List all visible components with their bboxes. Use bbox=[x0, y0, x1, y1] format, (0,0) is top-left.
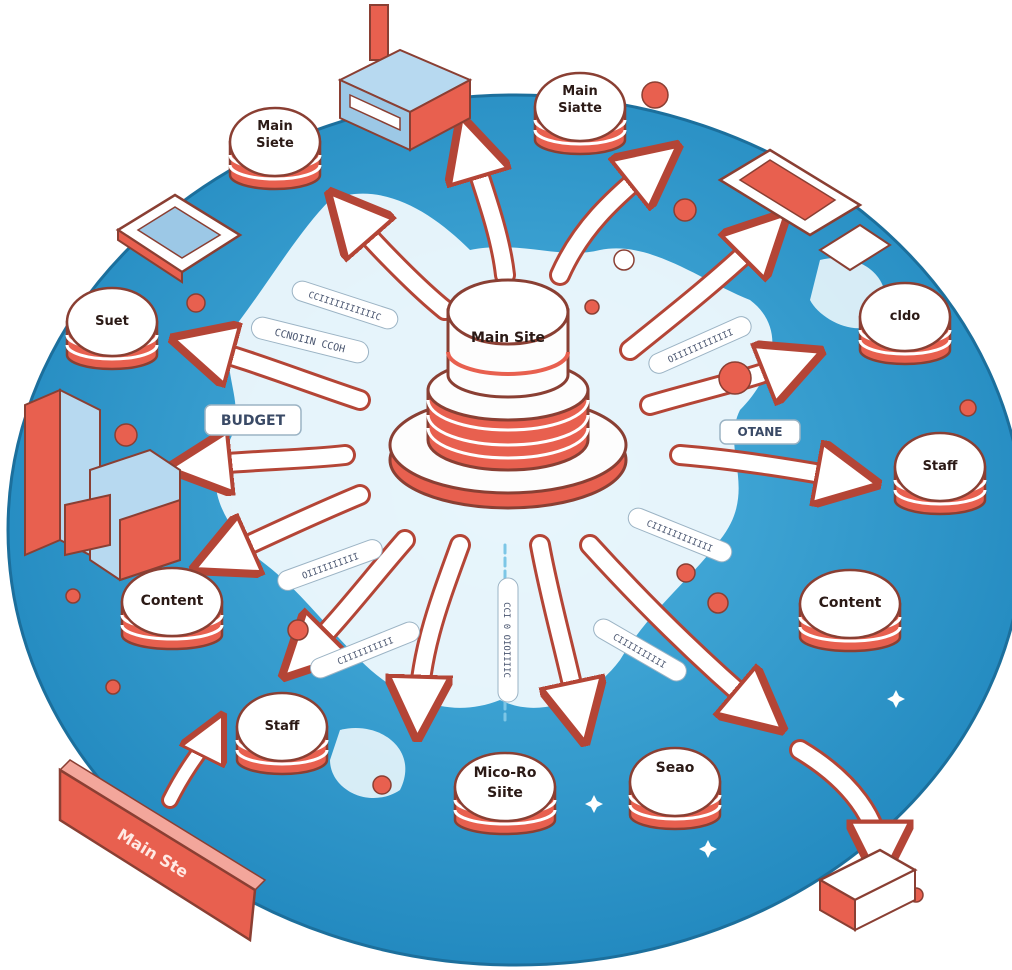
node-stack: Staff bbox=[893, 431, 987, 516]
node-label: Main bbox=[257, 119, 292, 134]
tablet-device bbox=[717, 148, 892, 272]
hub-label: Main Site bbox=[471, 330, 545, 346]
node-stack: Main Siatte bbox=[533, 71, 627, 156]
sparkles bbox=[189, 62, 905, 858]
node-label: Siatte bbox=[558, 101, 602, 116]
node-label: Main bbox=[562, 84, 597, 99]
otane-tag: OTANE bbox=[719, 419, 801, 445]
budget-tag: BUDGET bbox=[204, 404, 302, 436]
node-label: Staff bbox=[265, 719, 300, 734]
node-stack: Content bbox=[798, 568, 902, 653]
ribbon-labels: CCNOIIN CCOH CCIIIIIIIIIIIC OIIIIIIIIIII… bbox=[250, 280, 752, 703]
node-stack: Staff bbox=[235, 691, 329, 776]
node-label: Content bbox=[141, 593, 204, 609]
screen-device bbox=[115, 193, 243, 284]
node-label: Mico-Ro bbox=[474, 765, 537, 781]
node-label: Staff bbox=[923, 459, 958, 474]
node-label: Siete bbox=[256, 136, 294, 151]
delivery-box bbox=[817, 848, 918, 932]
node-label: Siite bbox=[487, 785, 523, 801]
node-stack: Content bbox=[120, 566, 224, 651]
node-stack: Main Siete bbox=[228, 106, 322, 191]
node-stack: cldo bbox=[858, 281, 952, 366]
node-stack: Mico-Ro Siite bbox=[453, 751, 557, 836]
city-buildings bbox=[24, 388, 181, 582]
node-label: Suet bbox=[95, 314, 129, 329]
shop-building bbox=[337, 4, 473, 152]
node-label: Seao bbox=[656, 760, 695, 776]
node-stack: Suet bbox=[65, 286, 159, 371]
main-site-banner: Main Ste bbox=[58, 759, 267, 943]
budget-label: BUDGET bbox=[221, 413, 286, 429]
ribbon-text: CCI 0 OIOIIIIC bbox=[501, 602, 511, 678]
node-stack: Seao bbox=[628, 746, 722, 831]
arrows bbox=[170, 140, 880, 860]
otane-label: OTANE bbox=[738, 425, 783, 439]
main-site-hub: Main Site bbox=[388, 278, 628, 510]
node-label: cldo bbox=[890, 309, 920, 324]
node-label: Content bbox=[819, 595, 882, 611]
